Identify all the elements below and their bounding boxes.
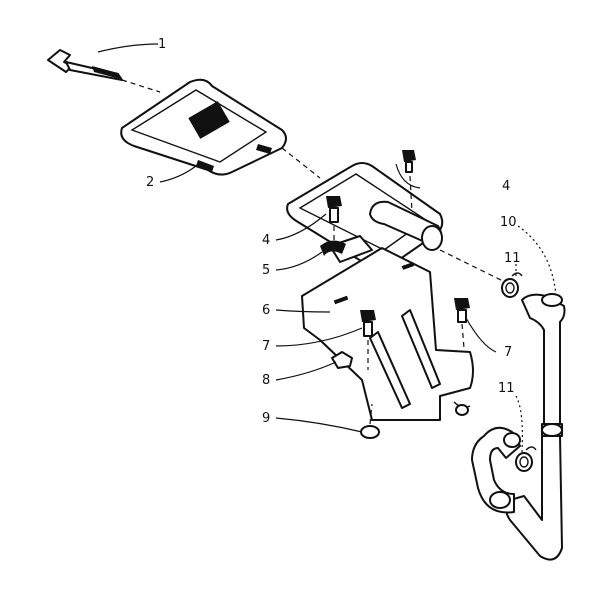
part-7-screw-right — [454, 298, 470, 349]
part-11-clamp-bottom — [515, 446, 537, 472]
part-6-bracket — [301, 247, 474, 421]
receiver-grille — [188, 101, 230, 139]
part-8-nut — [331, 351, 353, 369]
callout-8: 8 — [262, 373, 270, 388]
callout-4-left: 4 — [262, 233, 270, 248]
callout-4-top: 4 — [502, 179, 510, 194]
callout-11-bottom: 11 — [498, 381, 515, 396]
part-11-clamp-top — [501, 272, 523, 298]
callout-10: 10 — [500, 215, 517, 230]
callout-9: 9 — [262, 411, 270, 426]
callout-6: 6 — [262, 303, 270, 318]
callout-7-left: 7 — [262, 339, 270, 354]
part-7-screw-left — [360, 310, 376, 370]
part-10-hose — [471, 293, 566, 561]
part-4-screw-top — [402, 150, 416, 213]
callout-1: 1 — [158, 37, 166, 52]
callout-7-right: 7 — [504, 345, 512, 360]
part-1-pin — [47, 49, 161, 93]
callout-11-top: 11 — [504, 251, 521, 266]
part-2-receiver — [120, 78, 321, 179]
callout-2: 2 — [146, 175, 154, 190]
part-5-clip — [320, 240, 346, 256]
callout-5: 5 — [262, 263, 270, 278]
